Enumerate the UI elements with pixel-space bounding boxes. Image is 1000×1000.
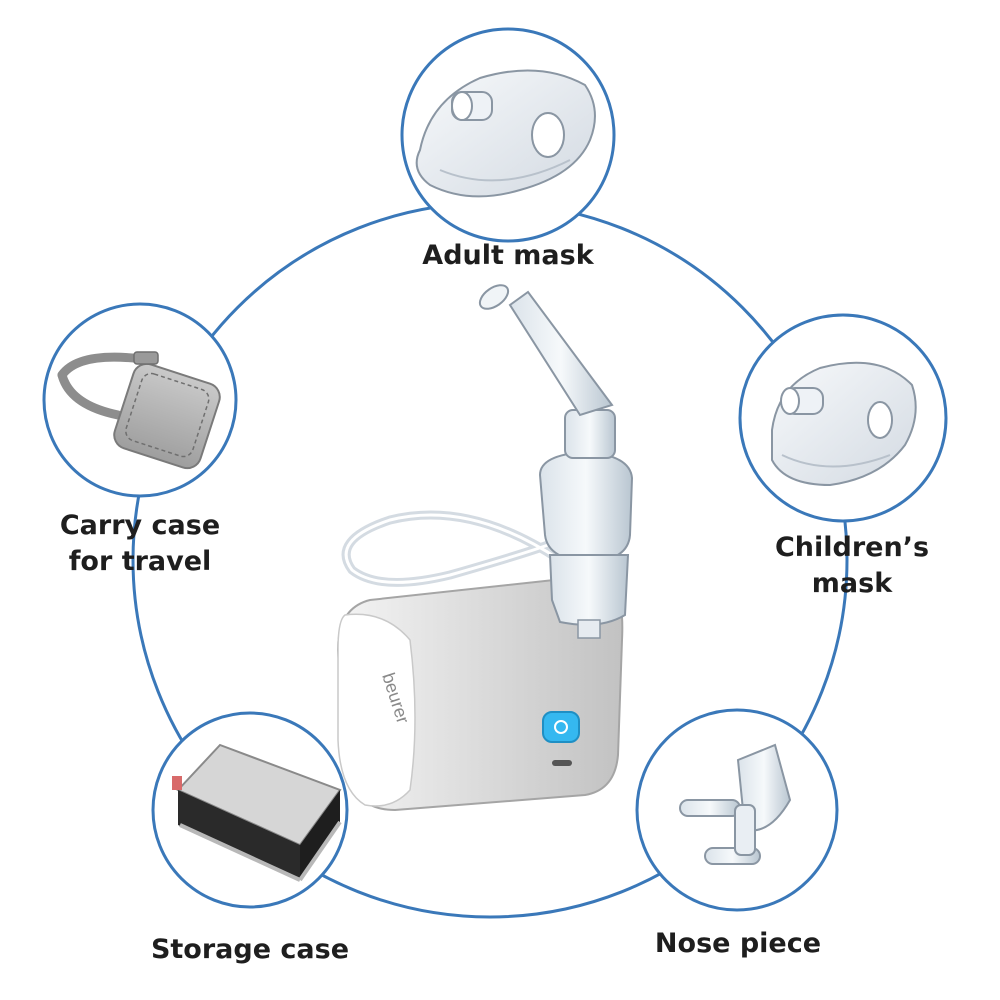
nebulizer-device-icon: beurer bbox=[336, 284, 634, 812]
carry-case-icon bbox=[57, 351, 221, 470]
adult-mask-label: Adult mask bbox=[422, 240, 594, 271]
storage-case-icon bbox=[172, 743, 342, 882]
power-button[interactable] bbox=[542, 711, 580, 743]
adult-mask-icon bbox=[415, 69, 596, 198]
storage-case-label: Storage case bbox=[150, 934, 350, 965]
childrens-mask-label: Children’s mask bbox=[774, 532, 930, 599]
childrens-mask-icon bbox=[771, 361, 917, 487]
nose-piece-icon bbox=[679, 743, 792, 865]
carry-case-label: Carry case for travel bbox=[59, 510, 221, 577]
nose-piece-label: Nose piece bbox=[654, 928, 822, 959]
usb-port bbox=[552, 760, 572, 766]
